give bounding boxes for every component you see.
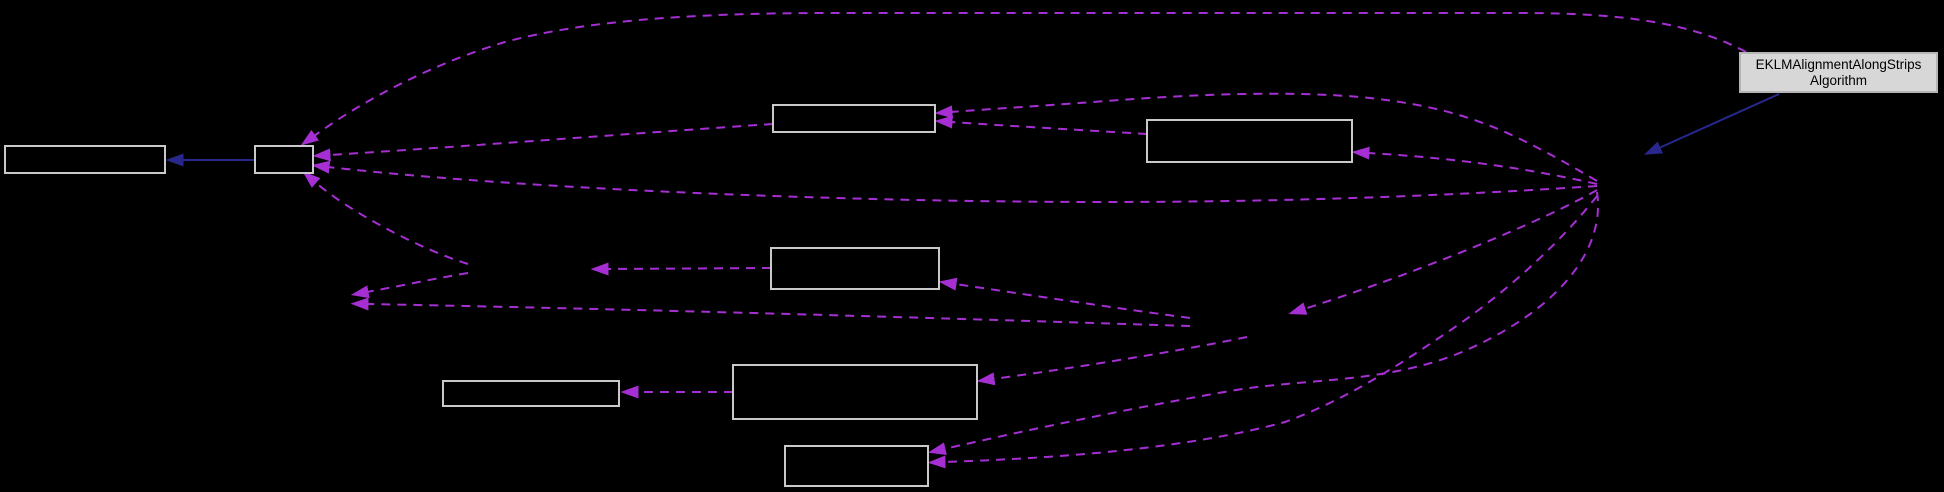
node-box-2[interactable] bbox=[254, 145, 314, 174]
edge-inherit-eklm-base bbox=[1643, 93, 1780, 155]
edge-n3-to-box6 bbox=[976, 336, 1248, 386]
edge-junction-to-box3-upper bbox=[934, 92, 1598, 182]
node-box-1[interactable] bbox=[4, 145, 166, 174]
edge-junction-to-box8-upper bbox=[927, 191, 1599, 456]
node-label-line2: Algorithm bbox=[1809, 72, 1868, 88]
node-box-6[interactable] bbox=[732, 364, 978, 420]
edge-junction-to-box8-lower bbox=[927, 195, 1598, 469]
edge-n3-to-box5 bbox=[938, 277, 1191, 319]
node-box-5[interactable] bbox=[770, 247, 940, 290]
edge-n1-to-box2-bottom bbox=[302, 171, 469, 265]
node-box-7[interactable] bbox=[442, 380, 620, 407]
node-eklm-alignment-along-strips-algorithm[interactable] bbox=[1739, 52, 1938, 93]
edge-junction-to-box4 bbox=[1351, 146, 1598, 185]
edge-n3-to-n2-lower bbox=[350, 297, 1191, 327]
node-layer bbox=[4, 52, 1938, 487]
node-box-8[interactable] bbox=[784, 445, 929, 487]
node-label-eklm-alignment-along-strips-algorithm[interactable]: EKLMAlignmentAlongStrips Algorithm bbox=[1740, 53, 1937, 92]
edge-n1-to-n2-upper bbox=[350, 272, 469, 299]
edge-eklm-top-sweep-to-box2 bbox=[300, 11, 1747, 146]
node-box-4[interactable] bbox=[1146, 119, 1353, 163]
edge-junction-to-n3 bbox=[1288, 189, 1598, 315]
edge-layer bbox=[165, 11, 1780, 469]
node-label-line1: EKLMAlignmentAlongStrips bbox=[1755, 56, 1922, 72]
edge-junction-to-box2-lower bbox=[311, 160, 1598, 204]
edge-box5-to-n1 bbox=[590, 262, 772, 276]
edge-box4-to-box3-lower bbox=[934, 115, 1148, 135]
edge-box3-to-box2-upper bbox=[312, 123, 774, 162]
node-box-3[interactable] bbox=[772, 104, 936, 133]
